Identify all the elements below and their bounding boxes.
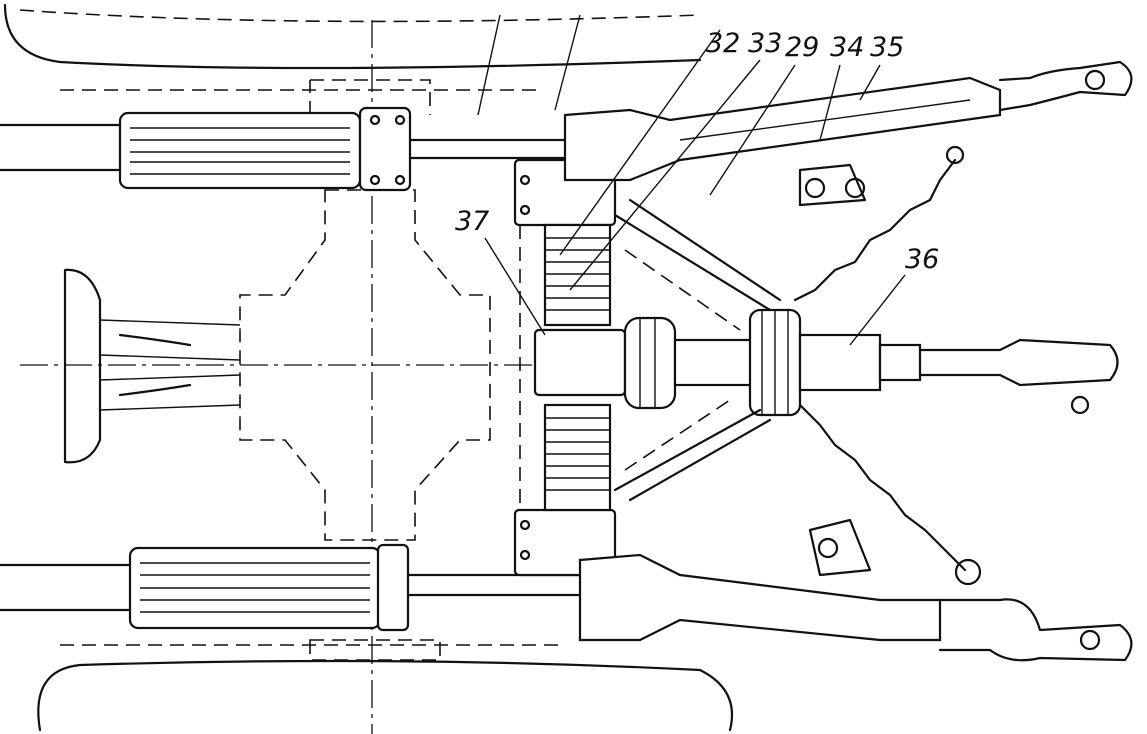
check-chains	[793, 145, 982, 586]
leader-lines	[477, 14, 906, 346]
upper-link-arm	[563, 60, 1133, 207]
differential-housing	[239, 79, 491, 661]
upper-hydraulic-cylinder	[0, 106, 567, 192]
lower-link-arm	[578, 518, 1133, 662]
diagonal-braces	[613, 198, 782, 502]
lower-tire-outline	[37, 644, 734, 732]
central-shaft	[533, 308, 1119, 417]
callout-35: 35	[870, 32, 904, 63]
callout-33: 33	[748, 28, 782, 59]
lower-bellows-spring	[543, 403, 612, 512]
lower-hydraulic-cylinder	[0, 543, 582, 632]
upper-bellows-spring	[543, 223, 612, 327]
callout-29: 29	[785, 32, 819, 63]
callout-34: 34	[830, 32, 864, 63]
callout-36: 36	[905, 244, 939, 275]
callout-37: 37	[455, 206, 489, 237]
upper-tire-outline	[3, 3, 702, 91]
callout-32: 32	[706, 28, 740, 59]
wheel-hub	[63, 268, 241, 464]
